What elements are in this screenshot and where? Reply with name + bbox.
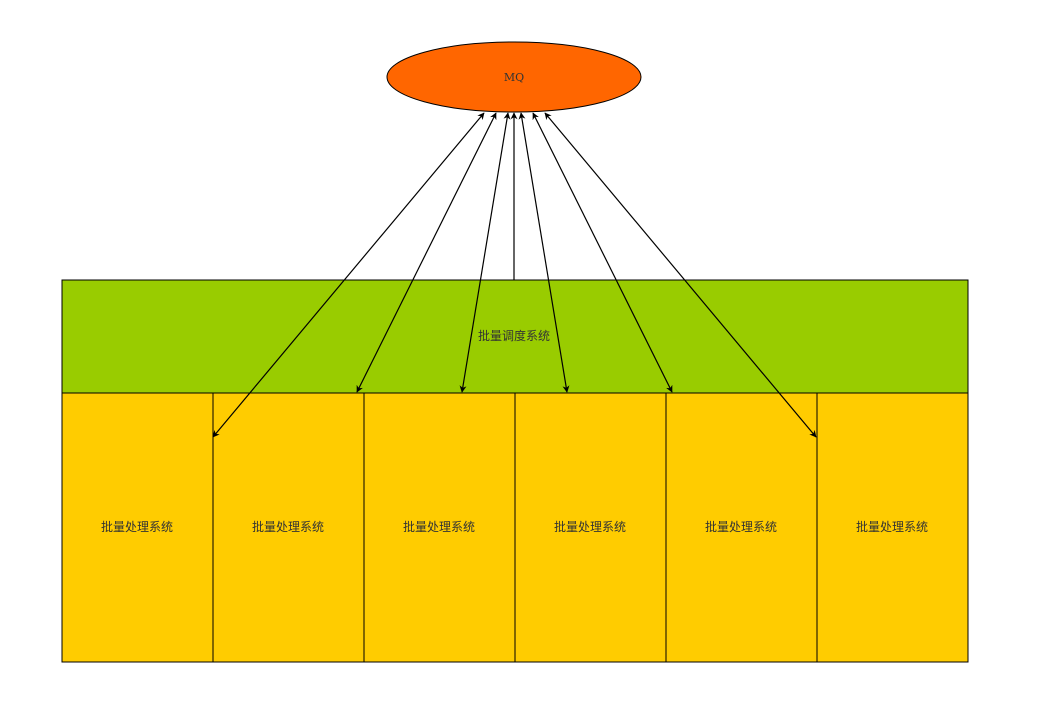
connectors [212, 112, 817, 438]
scheduler-label: 批量调度系统 [478, 328, 550, 343]
processor-box-6 [816, 392, 969, 663]
processor-label-6: 批量处理系统 [856, 519, 928, 534]
processor-label-4: 批量处理系统 [554, 519, 626, 534]
processor-box-4 [514, 392, 667, 663]
processor-box-1 [61, 392, 214, 663]
mq-label: MQ [504, 71, 524, 84]
processor-label-1: 批量处理系统 [101, 519, 173, 534]
processor-box-3 [363, 392, 516, 663]
connector-mq-processor-3 [459, 112, 511, 393]
processor-box-5 [665, 392, 818, 663]
mq-node [386, 41, 642, 113]
processor-label-3: 批量处理系统 [403, 519, 475, 534]
connector-mq-processor-6 [544, 112, 817, 438]
processor-row: 批量处理系统 批量处理系统 批量处理系统 批量处理系统 批量处理系统 批量处理系… [61, 392, 969, 663]
processor-label-5: 批量处理系统 [705, 519, 777, 534]
processor-label-2: 批量处理系统 [252, 519, 324, 534]
